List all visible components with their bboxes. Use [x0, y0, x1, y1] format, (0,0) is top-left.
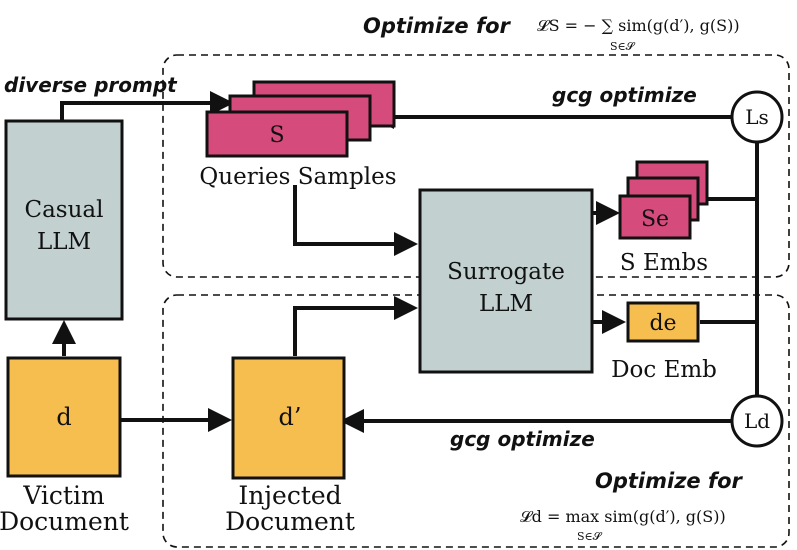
loss-s-formula: 𝓛S = − ∑ sim(g(d′), g(S)): [537, 16, 740, 35]
loss-d-label: Ld: [744, 409, 770, 433]
victim-document-label-line1: Victim: [22, 481, 105, 510]
loss-d-formula-subscript: S∈𝓢: [577, 530, 603, 543]
diverse-prompt-label: diverse prompt: [4, 73, 178, 97]
casual-llm-label-line2: LLM: [37, 229, 91, 255]
victim-document-symbol: d: [56, 403, 71, 431]
loss-s-node: [730, 90, 784, 144]
optimize-for-bottom-label: Optimize for: [595, 469, 744, 493]
surrogate-llm-box: [418, 188, 594, 374]
gcg-optimize-top-label: gcg optimize: [552, 83, 697, 107]
surrogate-llm-label-line1: Surrogate: [447, 259, 565, 285]
loss-d-formula: 𝓛d = max sim(g(d′), g(S)): [520, 507, 726, 526]
casual-llm-label-line1: Casual: [25, 197, 104, 223]
s-embs-stack: [618, 160, 709, 240]
doc-emb-symbol: de: [649, 311, 676, 336]
injected-document-label-line2: Document: [225, 507, 355, 536]
injected-document-box: [231, 356, 346, 480]
gcg-optimize-bottom-label: gcg optimize: [450, 427, 595, 451]
queries-samples-label: Queries Samples: [199, 164, 396, 190]
victim-document-box: [6, 356, 122, 478]
optimize-for-top-label: Optimize for: [363, 14, 512, 38]
injected-document-label-line1: Injected: [238, 481, 341, 510]
loss-s-formula-subscript: S∈𝓢: [610, 40, 636, 53]
queries-samples-symbol: S: [269, 123, 284, 148]
loss-s-label: Ls: [745, 105, 769, 129]
s-embs-label: S Embs: [620, 250, 708, 276]
surrogate-llm-label-line2: LLM: [479, 291, 533, 317]
casual-llm-box: [4, 119, 124, 321]
doc-emb-box: [626, 301, 700, 343]
injected-document-symbol: d’: [279, 403, 302, 431]
s-embs-symbol: Se: [641, 207, 669, 232]
victim-document-label-line2: Document: [0, 507, 129, 536]
connections: [52, 91, 759, 433]
loss-d-node: [730, 394, 784, 448]
queries-samples-stack: [205, 80, 396, 158]
doc-emb-label: Doc Emb: [611, 357, 717, 383]
